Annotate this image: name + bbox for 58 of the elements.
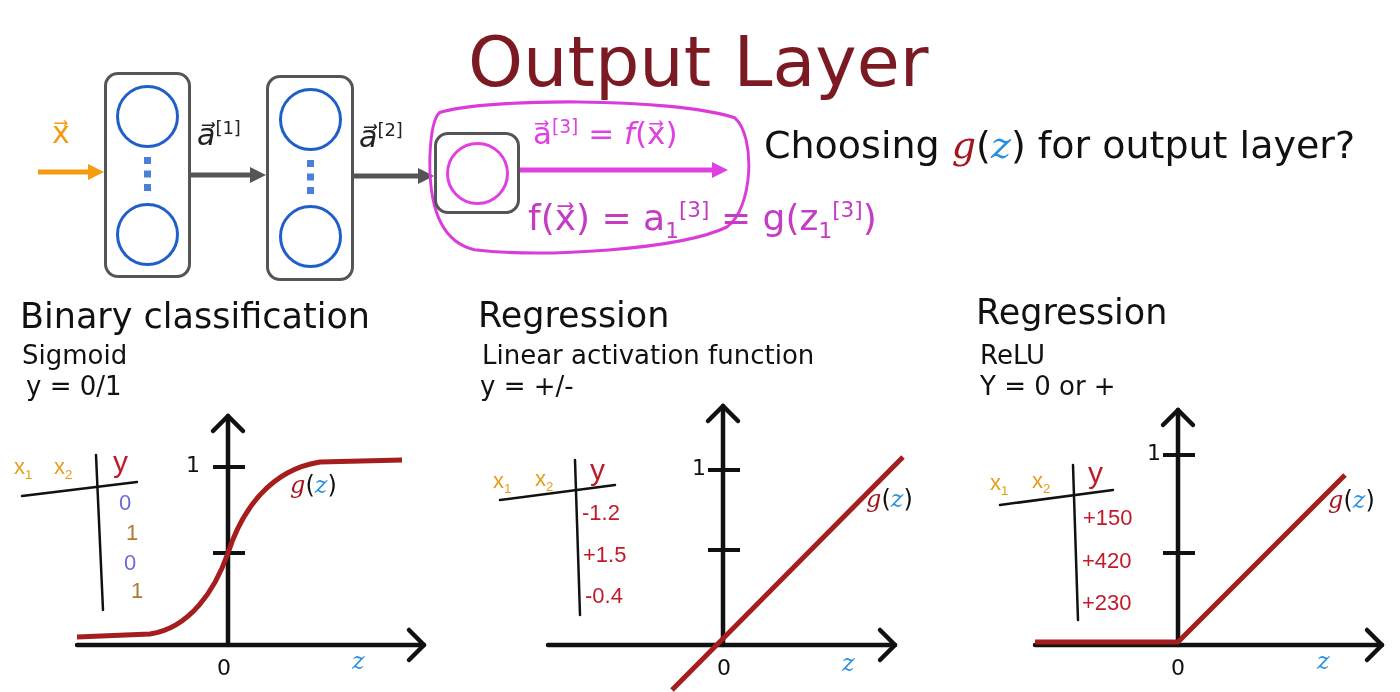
layer-box xyxy=(266,75,354,281)
table-value: +1.5 xyxy=(583,542,627,568)
column-header: x$_{2}$ xyxy=(535,466,554,492)
edge-label: x⃗ xyxy=(52,116,70,151)
section-heading: Regression xyxy=(478,295,670,336)
curve-label: g(z) xyxy=(290,472,337,500)
neuron-circle xyxy=(279,88,342,151)
table-value: 1 xyxy=(131,578,144,604)
column-header: x$_{1}$ xyxy=(493,468,512,494)
table-value: 0 xyxy=(124,550,137,576)
table-value: -0.4 xyxy=(585,583,623,609)
table-value: +230 xyxy=(1082,590,1132,616)
table-value: +150 xyxy=(1083,505,1133,531)
column-header: x$_{1}$ xyxy=(14,454,33,480)
axis-label: z xyxy=(842,650,855,678)
neuron-circle xyxy=(116,203,179,266)
curve-label: g(z) xyxy=(866,486,913,514)
edge-label: a⃗$^{[2]}$ xyxy=(359,120,403,155)
tick-label: 1 xyxy=(186,452,200,478)
output-range-text: Y = 0 or + xyxy=(980,372,1116,402)
section-heading: Regression xyxy=(976,292,1168,333)
tick-label: 1 xyxy=(1147,440,1161,466)
output-layer-box xyxy=(434,132,520,214)
activation-name: ReLU xyxy=(980,341,1046,371)
arrow xyxy=(354,168,434,184)
column-header: x$_{1}$ xyxy=(990,470,1009,496)
edge-label: a⃗$^{[1]}$ xyxy=(197,118,241,153)
tick-label: 0 xyxy=(717,655,731,681)
layer-box xyxy=(104,72,191,278)
activation-name: Linear activation function xyxy=(482,341,815,371)
curve-label: g(z) xyxy=(1328,487,1375,515)
table-value: +420 xyxy=(1082,548,1132,574)
arrow xyxy=(38,164,104,180)
neuron-circle xyxy=(116,85,179,148)
column-header: y xyxy=(113,445,128,480)
tick-label: 1 xyxy=(692,455,706,481)
arrow xyxy=(191,167,266,183)
axis-label: z xyxy=(352,648,365,676)
column-header: y xyxy=(590,453,605,488)
axis-label: z xyxy=(1317,648,1330,676)
table-value: 0 xyxy=(119,490,132,516)
neuron-circle xyxy=(279,205,342,268)
section-heading: Binary classification xyxy=(20,296,370,337)
column-header: x$_{2}$ xyxy=(1032,468,1051,494)
edge-label: a⃗$^{[3]}$ = f(x⃗) xyxy=(533,116,678,152)
tick-label: 0 xyxy=(217,655,231,681)
output-range-text: y = +/- xyxy=(480,372,574,402)
tick-label: 0 xyxy=(1171,655,1185,681)
question-text: Choosing g(z) for output layer? xyxy=(764,124,1356,168)
column-header: y xyxy=(1088,456,1103,491)
table-value: -1.2 xyxy=(582,500,620,526)
arrow xyxy=(520,162,728,178)
column-header: x$_{2}$ xyxy=(54,454,73,480)
activation-name: Sigmoid xyxy=(22,341,128,371)
table-value: 1 xyxy=(126,520,139,546)
output-range-text: y = 0/1 xyxy=(26,372,122,402)
neuron-circle xyxy=(446,142,509,205)
slide-title: Output Layer xyxy=(468,22,929,103)
